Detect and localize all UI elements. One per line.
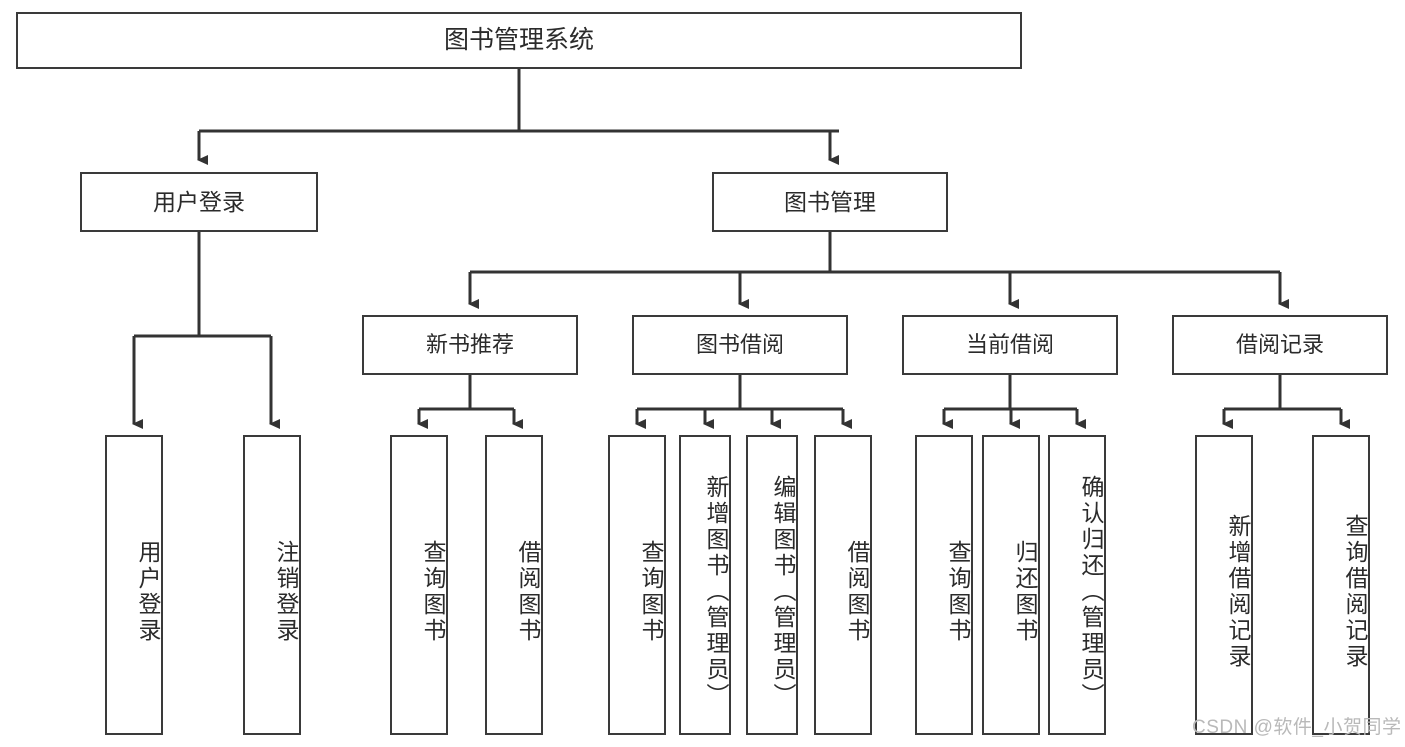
node-label: 查询图书 [638,540,664,644]
leaf-node-query-books-current[interactable]: 查询图书 [915,435,973,735]
leaf-node-return-books[interactable]: 归还图书 [982,435,1040,735]
node-book-management[interactable]: 图书管理 [712,172,948,232]
node-label: 图书管理系统 [443,26,594,55]
node-label: 新增图书（管理员） [703,475,729,709]
node-label: 当前借阅 [965,332,1054,358]
leaf-node-add-borrow-record[interactable]: 新增借阅记录 [1195,435,1253,735]
node-label: 注销登录 [273,540,299,644]
node-label: 图书管理 [784,188,876,215]
leaf-node-borrow-books[interactable]: 借阅图书 [814,435,872,735]
node-book-borrow[interactable]: 图书借阅 [632,315,848,375]
node-label: 编辑图书（管理员） [770,475,796,709]
node-label: 借阅记录 [1235,332,1324,358]
node-new-book-recommend[interactable]: 新书推荐 [362,315,578,375]
node-label: 用户登录 [153,188,245,215]
leaf-node-query-books-borrow[interactable]: 查询图书 [608,435,666,735]
leaf-node-user-login[interactable]: 用户登录 [105,435,163,735]
node-label: 图书借阅 [695,332,784,358]
leaf-node-query-books-recommend[interactable]: 查询图书 [390,435,448,735]
node-label: 借阅图书 [844,540,870,644]
csdn-watermark: CSDN @软件_小贺同学 [1192,717,1402,738]
node-label: 查询借阅记录 [1342,514,1368,670]
node-label: 查询图书 [945,540,971,644]
node-borrow-records[interactable]: 借阅记录 [1172,315,1388,375]
node-label: 查询图书 [420,540,446,644]
node-current-borrow[interactable]: 当前借阅 [902,315,1118,375]
leaf-node-borrow-books-recommend[interactable]: 借阅图书 [485,435,543,735]
node-label: 新增借阅记录 [1225,514,1251,670]
node-user-login[interactable]: 用户登录 [80,172,318,232]
leaf-node-confirm-return-admin[interactable]: 确认归还（管理员） [1048,435,1106,735]
node-label: 确认归还（管理员） [1078,475,1104,709]
leaf-node-query-borrow-record[interactable]: 查询借阅记录 [1312,435,1370,735]
node-root-library-system[interactable]: 图书管理系统 [16,12,1022,69]
node-label: 借阅图书 [515,540,541,644]
leaf-node-add-book-admin[interactable]: 新增图书（管理员） [679,435,731,735]
leaf-node-edit-book-admin[interactable]: 编辑图书（管理员） [746,435,798,735]
leaf-node-logout[interactable]: 注销登录 [243,435,301,735]
node-label: 新书推荐 [425,332,514,358]
node-label: 归还图书 [1012,540,1038,644]
node-label: 用户登录 [135,540,161,644]
